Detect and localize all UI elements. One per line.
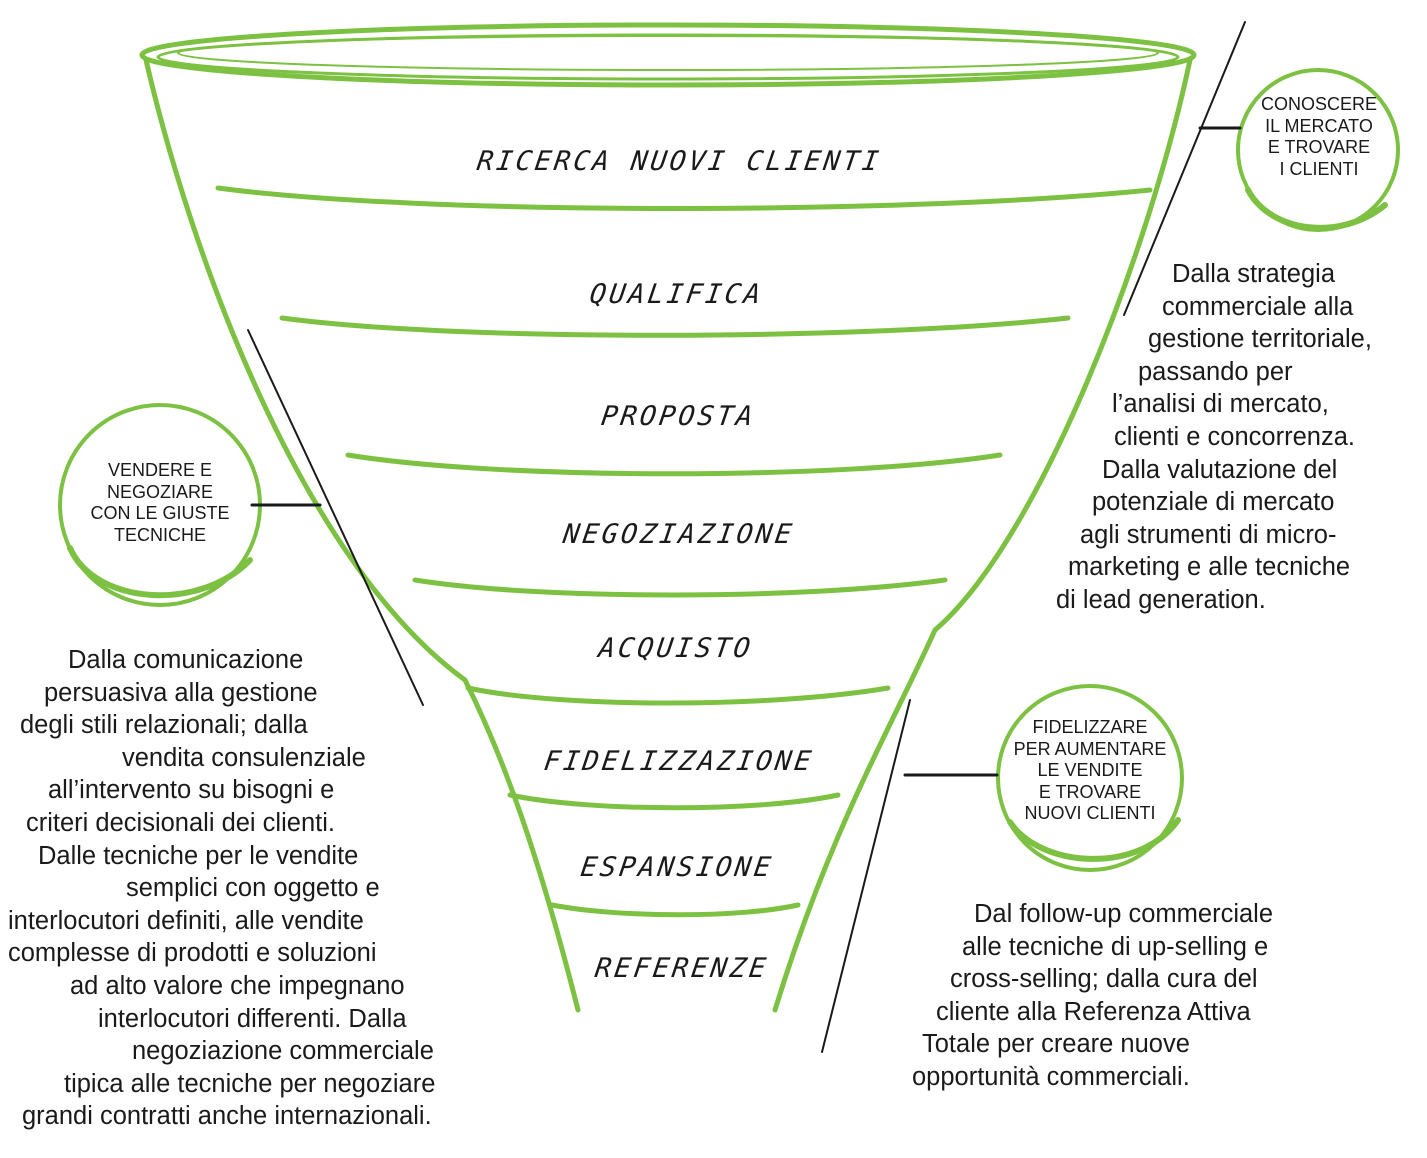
description-line: degli stili relazionali; dalla — [20, 711, 308, 740]
description-fidelizzare: Dal follow-up commerciale alle tecniche … — [912, 898, 1352, 1094]
description-line: cross-selling; dalla cura del — [950, 965, 1258, 994]
description-line: passando per — [1138, 357, 1293, 386]
description-line: semplici con oggetto e — [126, 874, 380, 903]
description-line: all’intervento su bisogni e — [48, 776, 335, 805]
description-line: grandi contratti anche internazionali. — [22, 1102, 432, 1131]
description-line: marketing e alle tecniche — [1068, 553, 1351, 582]
description-line: tipica alle tecniche per negoziare — [64, 1069, 436, 1098]
circle-fidelizzare — [996, 684, 1184, 872]
funnel-bands — [215, 185, 1153, 918]
description-line: interlocutori definiti, alle vendite — [8, 906, 364, 935]
description-line: complesse di prodotti e soluzioni — [8, 939, 377, 968]
stage-label: ESPANSIONE — [579, 852, 776, 883]
description-line: gestione territoriale, — [1148, 325, 1372, 354]
description-line: Dalle tecniche per le vendite — [38, 841, 359, 870]
description-line: potenziale di mercato — [1092, 488, 1335, 517]
funnel-stage-labels: RICERCA NUOVI CLIENTI QUALIFICA PROPOSTA… — [475, 146, 884, 984]
stage-label: ACQUISTO — [595, 633, 755, 664]
description-conoscere: Dalla strategia commerciale alla gestion… — [1040, 258, 1427, 617]
description-line: di lead generation. — [1056, 585, 1266, 614]
description-line: l’analisi di mercato, — [1112, 390, 1329, 419]
circle-conoscere — [1236, 68, 1400, 232]
description-line: clienti e concorrenza. — [1114, 422, 1355, 451]
description-line: cliente alla Referenza Attiva — [936, 997, 1251, 1026]
description-line: opportunità commerciali. — [912, 1062, 1190, 1091]
funnel-sides — [143, 57, 1193, 1013]
description-vendere: Dalla comunicazione persuasiva alla gest… — [8, 644, 528, 1133]
description-line: Dalla comunicazione — [68, 646, 304, 674]
description-line: negoziazione commerciale — [132, 1037, 434, 1066]
description-line: Dalla strategia — [1172, 260, 1335, 288]
description-line: criteri decisionali dei clienti. — [26, 808, 335, 837]
stage-label: PROPOSTA — [599, 401, 757, 432]
description-line: Dalla valutazione del — [1102, 455, 1338, 484]
callout-circles — [58, 68, 1400, 872]
description-line: persuasiva alla gestione — [44, 678, 318, 707]
callout-label-vendere: VENDERE E NEGOZIARE CON LE GIUSTE TECNIC… — [90, 460, 230, 545]
description-line: alle tecniche di up-selling e — [962, 932, 1269, 961]
stage-label: QUALIFICA — [588, 279, 766, 310]
callout-label-conoscere: CONOSCERE IL MERCATO E TROVARE I CLIENTI — [1260, 94, 1377, 179]
stage-label: REFERENZE — [593, 953, 771, 984]
stage-label: RICERCA NUOVI CLIENTI — [475, 146, 884, 177]
stage-label: NEGOZIAZIONE — [560, 519, 796, 550]
description-line: vendita consulenziale — [122, 743, 366, 772]
description-line: interlocutori differenti. Dalla — [98, 1004, 407, 1033]
callout-label-fidelizzare: FIDELIZZARE PER AUMENTARE LE VENDITE E T… — [1013, 717, 1167, 824]
funnel-rim — [139, 22, 1197, 88]
description-line: Totale per creare nuove — [922, 1030, 1190, 1059]
description-line: ad alto valore che impegnano — [70, 971, 405, 1000]
callout-connectors — [247, 21, 1246, 1053]
description-line: commerciale alla — [1162, 292, 1354, 321]
description-line: agli strumenti di micro- — [1080, 520, 1337, 549]
description-line: Dal follow-up commerciale — [974, 900, 1274, 928]
stage-label: FIDELIZZAZIONE — [542, 746, 816, 777]
